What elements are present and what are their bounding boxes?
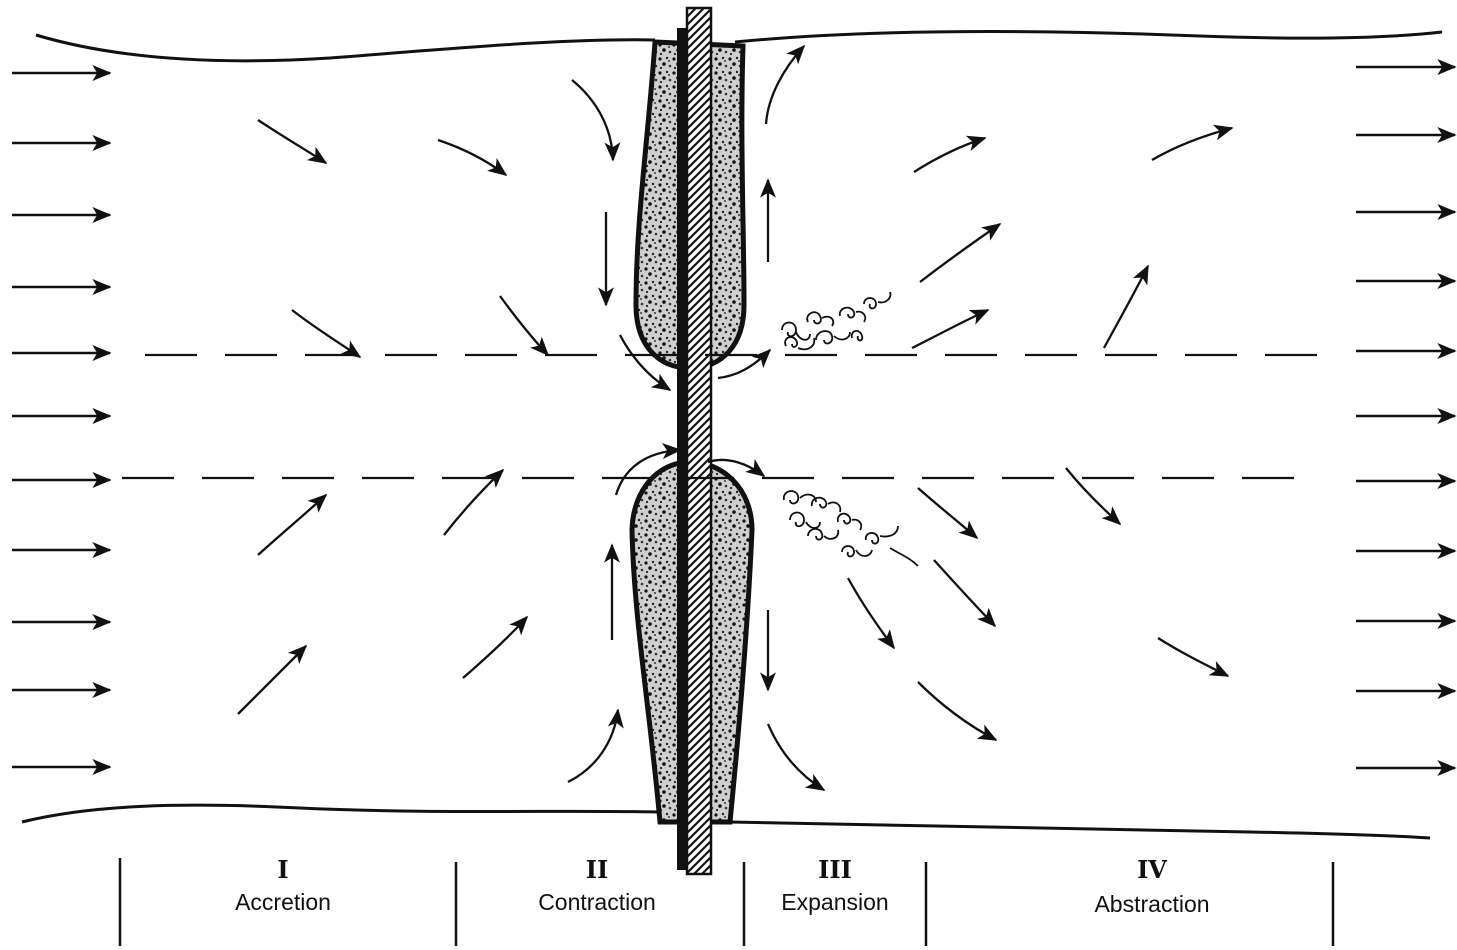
flow-arrow (918, 488, 977, 538)
zone-4-numeral: IV (1137, 855, 1167, 884)
zone-2-numeral: II (586, 855, 608, 884)
flow-arrow (500, 296, 548, 355)
flow-arrow (1104, 266, 1148, 348)
flow-arrow (1152, 128, 1232, 160)
upper-bank-left (36, 35, 655, 61)
accretion-flow-arrows (238, 120, 548, 714)
flow-arrow (238, 646, 306, 714)
flow-arrow (1158, 638, 1228, 676)
flow-arrow (914, 138, 985, 172)
pier-hatched-strip (687, 8, 711, 874)
lower-bank-right (730, 822, 1430, 838)
expansion-flow-arrows (708, 46, 1000, 790)
upper-bank-right (735, 31, 1442, 42)
zone-1-name: Accretion (235, 889, 331, 915)
flow-arrow (572, 80, 613, 160)
zone-labels: I Accretion II Contraction III Expansion… (235, 855, 1209, 917)
flow-arrow (258, 495, 326, 555)
flow-arrow (766, 46, 804, 124)
outflow-arrows (1356, 67, 1455, 768)
central-pier (677, 8, 711, 874)
flow-arrow (438, 140, 506, 175)
flow-arrow (768, 724, 824, 790)
flow-arrow (463, 617, 527, 678)
abstraction-flow-arrows (1066, 128, 1232, 676)
inflow-arrows (12, 73, 110, 767)
flow-arrow (912, 310, 988, 348)
flow-arrow (920, 224, 1000, 282)
turbulent-eddy-icon (784, 491, 918, 566)
flow-arrow (444, 470, 503, 535)
zone-3-name: Expansion (781, 889, 888, 915)
flow-arrow (1066, 468, 1120, 524)
turbulent-eddy-icon (782, 292, 890, 349)
zone-1-numeral: I (277, 855, 288, 884)
lower-bank-left (22, 805, 658, 822)
zone-3-numeral: III (818, 855, 852, 884)
flow-arrow (848, 578, 894, 648)
zone-4-name: Abstraction (1094, 891, 1209, 917)
flow-arrow (568, 710, 618, 782)
flow-arrow (258, 120, 326, 163)
zone-2-name: Contraction (538, 889, 656, 915)
flow-arrow (934, 560, 995, 626)
flow-arrow (292, 310, 360, 357)
flow-arrow (918, 682, 996, 740)
